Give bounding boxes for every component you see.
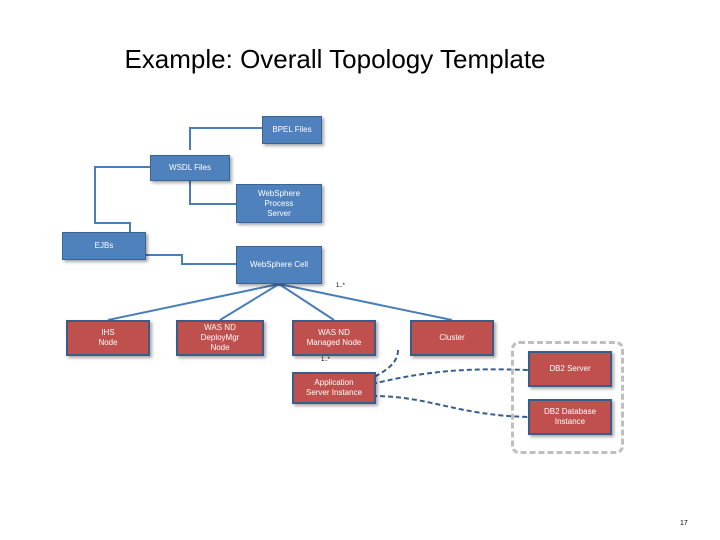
db2-database-instance-label: DB2 Database Instance <box>543 407 597 426</box>
page-number: 17 <box>680 520 688 527</box>
websphere-cell-node[interactable]: WebSphere Cell <box>236 246 322 284</box>
ihs-node[interactable]: IHS Node <box>66 320 150 356</box>
ejbs-label: EJBs <box>94 241 114 250</box>
was-nd-deploymgr-node[interactable]: WAS ND DeployMgr Node <box>176 320 264 356</box>
was-nd-managed-label: WAS ND Managed Node <box>306 328 362 347</box>
bpel-files-node[interactable]: BPEL Files <box>262 116 322 144</box>
db2-group-box <box>511 341 624 454</box>
ejbs-node[interactable]: EJBs <box>62 232 146 260</box>
cluster-node[interactable]: Cluster <box>410 320 494 356</box>
db2-server-label: DB2 Server <box>549 364 591 373</box>
was-nd-managed-node[interactable]: WAS ND Managed Node <box>292 320 376 356</box>
was-nd-deploymgr-label: WAS ND DeployMgr Node <box>200 323 240 352</box>
connector-cell-deploymgr <box>219 283 280 321</box>
connector-cluster-db2-server <box>371 368 529 385</box>
websphere-cell-label: WebSphere Cell <box>249 260 309 269</box>
ihs-node-label: IHS Node <box>98 328 118 347</box>
bpel-files-label: BPEL Files <box>272 125 312 134</box>
connector-bpel-wsdl <box>189 127 262 150</box>
slide-title: Example: Overall Topology Template <box>124 44 546 74</box>
application-server-instance-node[interactable]: Application Server Instance <box>292 372 376 404</box>
websphere-process-server-label: WebSphere Process Server <box>257 188 301 218</box>
connector-cell-managed <box>278 283 335 321</box>
multiplicity-label-managed: 1..* <box>321 357 331 363</box>
db2-database-instance-node[interactable]: DB2 Database Instance <box>528 399 612 435</box>
wsdl-files-node[interactable]: WSDL Files <box>150 155 230 181</box>
application-server-instance-label: Application Server Instance <box>305 378 363 397</box>
websphere-process-server-node[interactable]: WebSphere Process Server <box>236 184 322 223</box>
multiplicity-label-cell: 1..* <box>336 283 346 289</box>
wsdl-files-label: WSDL Files <box>169 163 211 172</box>
cluster-label: Cluster <box>439 333 465 342</box>
db2-server-node[interactable]: DB2 Server <box>528 351 612 387</box>
connector-ejbs-cell <box>94 166 150 243</box>
connector-ejbs-cell-2 <box>130 254 236 265</box>
connector-cell-ihs <box>107 283 280 321</box>
connector-app-instance-db2-database <box>371 395 529 418</box>
connector-wsdl-process-server <box>189 174 236 205</box>
connector-cell-cluster <box>278 283 453 321</box>
